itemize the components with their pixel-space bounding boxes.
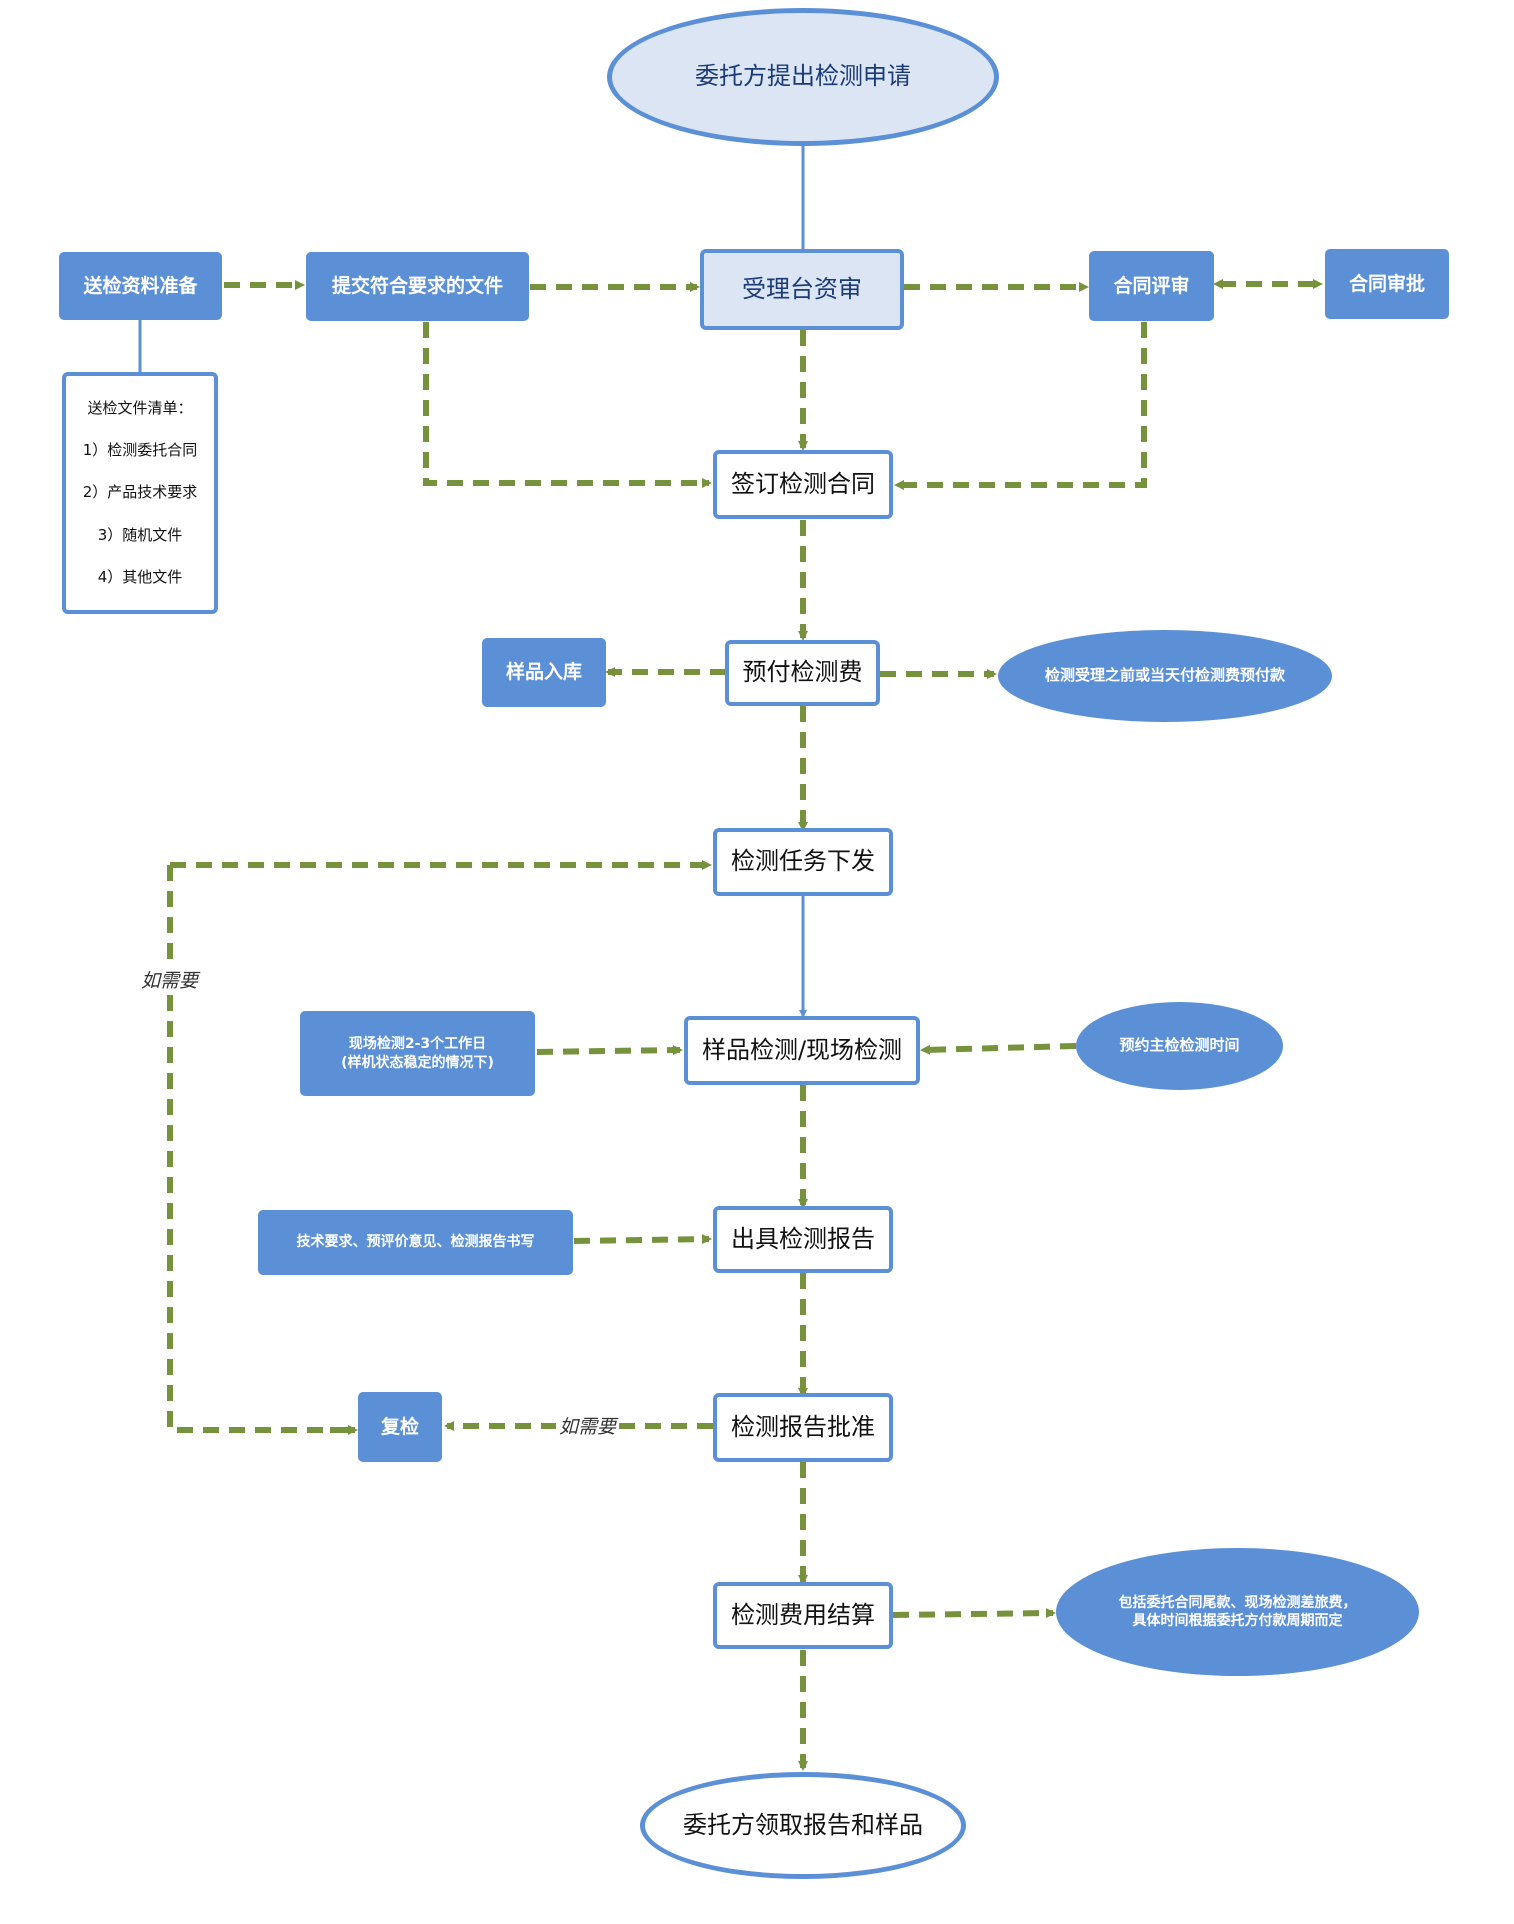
checklist-title: 送检文件清单： xyxy=(87,398,193,417)
prep-node: 送检资料准备 xyxy=(59,252,222,320)
checklist-item: 4）其他文件 xyxy=(97,567,183,586)
review-node: 受理台资审 xyxy=(700,249,904,330)
edge-submit-to-sign xyxy=(423,322,712,488)
recheck-node: 复检 xyxy=(358,1392,442,1462)
if-needed-label-left: 如需要 xyxy=(138,966,202,993)
onsite-note-line: (样机状态稳定的情况下) xyxy=(341,1054,494,1071)
edge-onsite-to-inspect xyxy=(536,1045,683,1056)
contract-approve-node: 合同审批 xyxy=(1325,249,1449,319)
checklist-box: 送检文件清单： 1）检测委托合同 2）产品技术要求 3）随机文件 4）其他文件 xyxy=(62,372,218,614)
edge-schedule-to-inspect xyxy=(920,1043,1077,1055)
settle-note-line: 具体时间根据委托方付款周期而定 xyxy=(1132,1613,1343,1629)
onsite-note-line: 现场检测2-3个工作日 xyxy=(348,1036,487,1053)
storage-node: 样品入库 xyxy=(482,638,606,707)
submit-node: 提交符合要求的文件 xyxy=(306,252,529,321)
schedule-note-ellipse: 预约主检检测时间 xyxy=(1076,1002,1283,1090)
edge-recheck-loop-to-dispatch xyxy=(167,865,355,1433)
if-needed-label-mid: 如需要 xyxy=(556,1412,620,1439)
settle-note-ellipse: 包括委托合同尾款、现场检测差旅费， 具体时间根据委托方付款周期而定 xyxy=(1056,1548,1419,1676)
settle-note-line: 包括委托合同尾款、现场检测差旅费， xyxy=(1118,1594,1357,1611)
edge-contract-review-to-sign xyxy=(894,322,1147,490)
report-note-box: 技术要求、预评价意见、检测报告书写 xyxy=(258,1210,573,1275)
checklist-item: 1）检测委托合同 xyxy=(82,441,198,459)
checklist-item: 3）随机文件 xyxy=(97,525,183,544)
report-node: 出具检测报告 xyxy=(713,1206,893,1273)
onsite-note-box: 现场检测2-3个工作日 (样机状态稳定的情况下) xyxy=(300,1011,535,1096)
checklist-item: 2）产品技术要求 xyxy=(82,483,198,502)
inspect-node: 样品检测/现场检测 xyxy=(684,1016,920,1085)
edge-note-to-report xyxy=(573,1234,712,1245)
edge-settle-to-note xyxy=(892,1608,1056,1619)
settle-node: 检测费用结算 xyxy=(713,1582,893,1649)
approve-node: 检测报告批准 xyxy=(713,1393,893,1462)
prepay-node: 预付检测费 xyxy=(725,640,880,706)
sign-contract-node: 签订检测合同 xyxy=(713,450,893,519)
start-node: 委托方提出检测申请 xyxy=(607,8,999,146)
prepay-note-ellipse: 检测受理之前或当天付检测费预付款 xyxy=(998,630,1332,722)
contract-review-node: 合同评审 xyxy=(1089,251,1214,321)
end-node: 委托方领取报告和样品 xyxy=(640,1772,966,1879)
dispatch-node: 检测任务下发 xyxy=(713,828,893,896)
